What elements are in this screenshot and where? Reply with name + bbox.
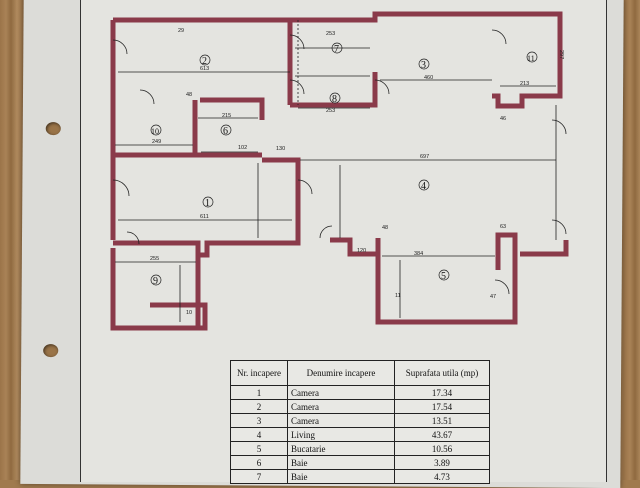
cell-usable-area: 17.54 (394, 399, 490, 414)
svg-text:48: 48 (382, 225, 388, 231)
svg-text:613: 613 (200, 66, 209, 72)
room-numbers: 2 7 8 3 11 10 6 1 4 5 9 (150, 42, 538, 287)
svg-text:253: 253 (326, 108, 335, 114)
room-area-table: Nr. incapere Denumire incapere Suprafata… (230, 360, 490, 484)
wall-top (113, 11, 563, 109)
wall-room6-top (200, 97, 265, 120)
cell-usable-area: 17.34 (394, 385, 490, 400)
svg-text:384: 384 (414, 251, 423, 257)
room-number-8: 8 (332, 94, 337, 105)
room-number-2: 2 (202, 56, 207, 67)
cell-room-name: Baie (287, 469, 395, 484)
svg-text:120: 120 (357, 248, 366, 254)
room-number-6: 6 (223, 126, 228, 137)
walls (110, 11, 569, 331)
svg-text:213: 213 (520, 81, 529, 87)
svg-text:697: 697 (420, 154, 429, 160)
room-number-10: 10 (151, 127, 159, 136)
cell-room-number: 4 (230, 427, 288, 442)
svg-text:29: 29 (178, 28, 184, 34)
svg-text:130: 130 (276, 146, 285, 152)
thin-lines (115, 20, 557, 322)
room-number-3: 3 (421, 60, 426, 71)
wall-room7-8 (290, 72, 378, 108)
header-room-number: Nr. incapere (230, 360, 288, 386)
door-swings (112, 29, 567, 295)
svg-text:255: 255 (150, 256, 159, 262)
cell-room-number: 2 (230, 399, 288, 414)
room-number-4: 4 (421, 181, 426, 192)
table-header-row: Nr. incapere Denumire incapere Suprafata… (230, 360, 490, 386)
svg-text:46: 46 (500, 116, 506, 122)
svg-text:48: 48 (186, 92, 192, 98)
cell-room-number: 6 (230, 455, 288, 470)
svg-text:215: 215 (222, 113, 231, 119)
svg-text:249: 249 (152, 139, 161, 145)
wall-kitchen (330, 232, 518, 325)
cell-usable-area: 3.89 (394, 455, 490, 470)
wall-right-lower (520, 240, 569, 257)
svg-text:10: 10 (186, 310, 192, 316)
room-number-11: 11 (527, 54, 535, 63)
wall-room9 (110, 248, 208, 331)
svg-text:460: 460 (424, 75, 433, 81)
cell-usable-area: 4.73 (394, 469, 490, 484)
svg-text:47: 47 (490, 294, 496, 300)
cell-usable-area: 10.56 (394, 441, 490, 456)
cell-room-name: Camera (287, 399, 395, 414)
cell-room-number: 3 (230, 413, 288, 428)
cell-room-name: Living (287, 427, 395, 442)
cell-room-number: 5 (230, 441, 288, 456)
cell-usable-area: 43.67 (394, 427, 490, 442)
cell-room-name: Bucatarie (287, 441, 395, 456)
wall-room1-bottom (113, 157, 301, 258)
cell-room-name: Baie (287, 455, 395, 470)
room-number-7: 7 (334, 44, 339, 55)
header-room-name: Denumire incapere (287, 360, 395, 386)
dimension-labels: 613 253 460 213 297 611 384 253 255 249 … (150, 28, 564, 316)
svg-text:611: 611 (200, 214, 209, 220)
header-usable-area: Suprafata utila (mp) (394, 360, 490, 386)
cell-room-name: Camera (287, 385, 395, 400)
cell-room-number: 1 (230, 385, 288, 400)
room-number-9: 9 (153, 276, 158, 287)
svg-text:253: 253 (326, 31, 335, 37)
cell-room-number: 7 (230, 469, 288, 484)
room-number-5: 5 (441, 271, 446, 282)
svg-text:11: 11 (395, 293, 401, 299)
svg-text:102: 102 (238, 145, 247, 151)
svg-text:297: 297 (558, 50, 564, 59)
cell-room-name: Camera (287, 413, 395, 428)
room-number-1: 1 (205, 198, 210, 209)
svg-text:63: 63 (500, 224, 506, 230)
cell-usable-area: 13.51 (394, 413, 490, 428)
